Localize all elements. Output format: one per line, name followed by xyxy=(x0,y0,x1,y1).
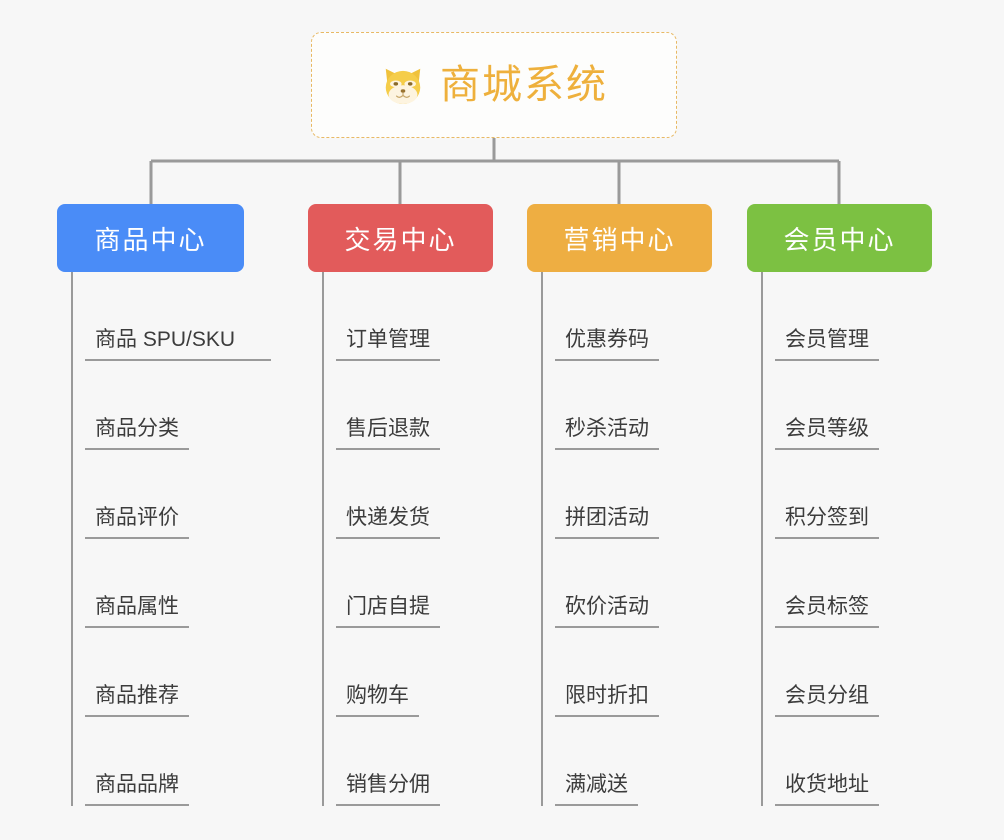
leaf-item[interactable]: 积分签到 xyxy=(747,450,932,539)
leaf-item[interactable]: 限时折扣 xyxy=(527,628,712,717)
branch-trunk-4 xyxy=(761,272,763,806)
leaf-list-3: 优惠券码 秒杀活动 拼团活动 砍价活动 限时折扣 满减送 xyxy=(527,272,712,806)
leaf-item[interactable]: 满减送 xyxy=(527,717,712,806)
leaf-label: 拼团活动 xyxy=(555,505,659,539)
leaf-item[interactable]: 秒杀活动 xyxy=(527,361,712,450)
leaf-item[interactable]: 会员等级 xyxy=(747,361,932,450)
leaf-label: 砍价活动 xyxy=(555,594,659,628)
leaf-label: 订单管理 xyxy=(336,327,440,361)
leaf-item[interactable]: 销售分佣 xyxy=(308,717,493,806)
leaf-label: 会员标签 xyxy=(775,594,879,628)
leaf-label: 商品评价 xyxy=(85,505,189,539)
branch-column-2: 交易中心 订单管理 售后退款 快递发货 门店自提 购物车 销售分佣 xyxy=(308,204,493,806)
category-box-2[interactable]: 交易中心 xyxy=(308,204,493,272)
leaf-item[interactable]: 售后退款 xyxy=(308,361,493,450)
branch-column-4: 会员中心 会员管理 会员等级 积分签到 会员标签 会员分组 收货地址 xyxy=(747,204,932,806)
leaf-list-4: 会员管理 会员等级 积分签到 会员标签 会员分组 收货地址 xyxy=(747,272,932,806)
category-label-1: 商品中心 xyxy=(94,224,207,255)
leaf-item[interactable]: 会员分组 xyxy=(747,628,932,717)
leaf-label: 商品推荐 xyxy=(85,683,189,717)
leaf-label: 会员等级 xyxy=(775,416,879,450)
category-label-4: 会员中心 xyxy=(783,224,896,255)
leaf-item[interactable]: 商品属性 xyxy=(57,539,244,628)
leaf-label: 销售分佣 xyxy=(336,772,440,806)
category-box-1[interactable]: 商品中心 xyxy=(57,204,244,272)
leaf-label: 商品分类 xyxy=(85,416,189,450)
leaf-item[interactable]: 拼团活动 xyxy=(527,450,712,539)
leaf-item[interactable]: 会员标签 xyxy=(747,539,932,628)
leaf-item[interactable]: 砍价活动 xyxy=(527,539,712,628)
leaf-label: 商品品牌 xyxy=(85,772,189,806)
leaf-list-2: 订单管理 售后退款 快递发货 门店自提 购物车 销售分佣 xyxy=(308,272,493,806)
leaf-label: 门店自提 xyxy=(336,594,440,628)
leaf-item[interactable]: 订单管理 xyxy=(308,272,493,361)
leaf-item[interactable]: 快递发货 xyxy=(308,450,493,539)
leaf-list-1: 商品 SPU/SKU 商品分类 商品评价 商品属性 商品推荐 商品品牌 xyxy=(57,272,271,806)
category-label-2: 交易中心 xyxy=(344,224,457,255)
leaf-label: 商品 SPU/SKU xyxy=(85,327,271,361)
leaf-item[interactable]: 商品推荐 xyxy=(57,628,244,717)
branch-column-3: 营销中心 优惠券码 秒杀活动 拼团活动 砍价活动 限时折扣 满减送 xyxy=(527,204,712,806)
root-node[interactable]: 商城系统 xyxy=(311,32,677,138)
category-label-3: 营销中心 xyxy=(563,224,676,255)
leaf-item[interactable]: 商品 SPU/SKU xyxy=(57,272,271,361)
leaf-label: 优惠券码 xyxy=(555,327,659,361)
branch-column-1: 商品中心 商品 SPU/SKU 商品分类 商品评价 商品属性 商品推荐 商品品牌 xyxy=(57,204,271,806)
leaf-item[interactable]: 收货地址 xyxy=(747,717,932,806)
leaf-label: 购物车 xyxy=(336,683,419,717)
branch-trunk-2 xyxy=(322,272,324,806)
leaf-item[interactable]: 商品评价 xyxy=(57,450,244,539)
root-title: 商城系统 xyxy=(440,63,608,107)
leaf-item[interactable]: 门店自提 xyxy=(308,539,493,628)
branch-trunk-3 xyxy=(541,272,543,806)
leaf-label: 收货地址 xyxy=(775,772,879,806)
leaf-label: 快递发货 xyxy=(336,505,440,539)
leaf-label: 满减送 xyxy=(555,772,638,806)
leaf-label: 会员管理 xyxy=(775,327,879,361)
leaf-label: 会员分组 xyxy=(775,683,879,717)
category-box-3[interactable]: 营销中心 xyxy=(527,204,712,272)
shiba-dog-emoji xyxy=(380,63,426,109)
leaf-item[interactable]: 会员管理 xyxy=(747,272,932,361)
leaf-item[interactable]: 商品分类 xyxy=(57,361,244,450)
leaf-label: 积分签到 xyxy=(775,505,879,539)
leaf-label: 商品属性 xyxy=(85,594,189,628)
leaf-label: 售后退款 xyxy=(336,416,440,450)
leaf-item[interactable]: 购物车 xyxy=(308,628,493,717)
leaf-item[interactable]: 优惠券码 xyxy=(527,272,712,361)
branch-trunk-1 xyxy=(71,272,73,806)
category-box-4[interactable]: 会员中心 xyxy=(747,204,932,272)
leaf-label: 秒杀活动 xyxy=(555,416,659,450)
leaf-item[interactable]: 商品品牌 xyxy=(57,717,244,806)
leaf-label: 限时折扣 xyxy=(555,683,659,717)
